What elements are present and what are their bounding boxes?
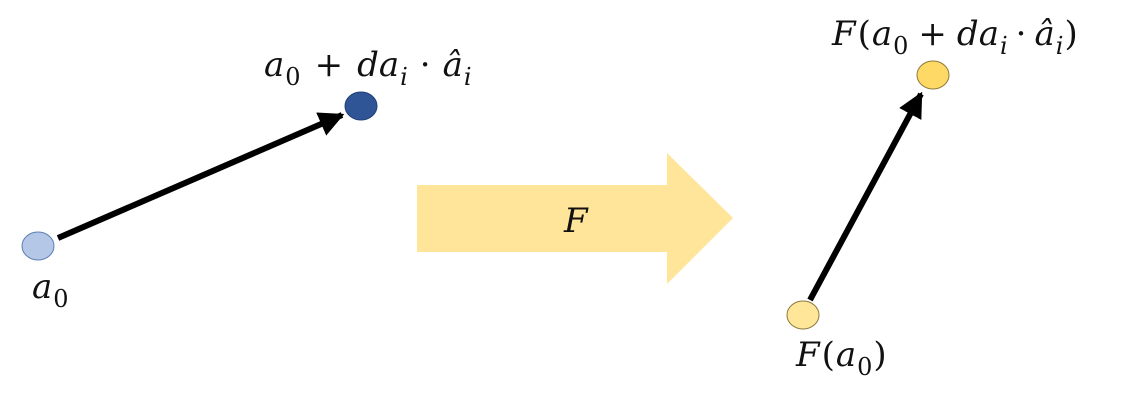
- mapped-end-point-marker: [916, 60, 950, 90]
- start-point-marker: [21, 231, 55, 261]
- mapping-symbol-label: F: [563, 201, 589, 241]
- displacement-vector-arrow: [56, 112, 345, 241]
- displaced-point-label: a0+dai·âi: [264, 45, 472, 91]
- mapped-start-point-marker: [786, 300, 820, 330]
- mapped-start-point-label: F(a0): [795, 335, 887, 381]
- mapped-end-point-label: F(a0+dai·âi): [831, 14, 1078, 60]
- mapping-arrow: [417, 153, 733, 284]
- mapped-vector-arrow: [807, 91, 924, 302]
- displaced-point-marker: [344, 91, 378, 121]
- start-point-label: a0: [32, 267, 69, 313]
